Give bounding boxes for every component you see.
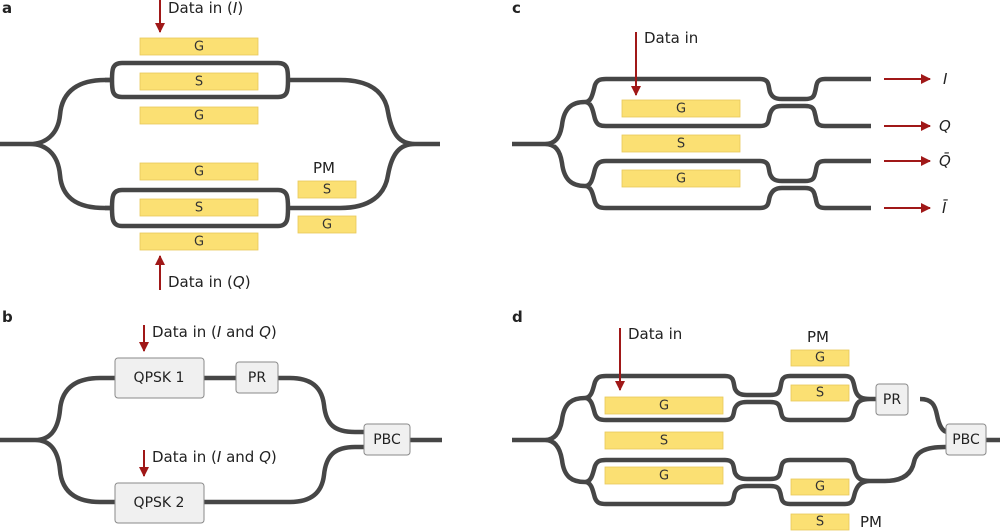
panel-c-electrode-g2 xyxy=(621,169,741,188)
panel-d-pm-top-label: PM xyxy=(807,328,829,346)
panel-d-pr-label: PR xyxy=(883,392,901,408)
panel-a-upper-inner-mzi xyxy=(105,60,291,100)
panel-d-pbc-box xyxy=(945,423,987,456)
panel-c-electrode-g2-label: G xyxy=(676,172,686,187)
panel-d-electrode-s xyxy=(604,431,724,450)
panel-d-pm-top-electrode-s-label: S xyxy=(816,386,824,401)
panel-c-electrode-s-label: S xyxy=(677,137,685,152)
panel-d-electrode-g2-label: G xyxy=(659,469,669,484)
panel-b-pr-box xyxy=(235,361,279,394)
panel-a-electrode-lower-s xyxy=(139,198,259,217)
panel-d-electrode-g1 xyxy=(604,396,724,415)
panel-d-pm-bottom-electrode-g xyxy=(790,478,850,496)
panel-d-pm-bottom-electrode-s xyxy=(790,513,850,531)
panel-c: c Data in G S G I Q Q̄ Ī xyxy=(512,0,951,217)
panel-d-pr-box xyxy=(875,383,909,416)
panel-d-pm-top-electrode-g-label: G xyxy=(815,351,825,366)
panel-a-electrode-lower-g1 xyxy=(139,162,259,181)
panel-c-electrode-g1 xyxy=(621,99,741,118)
panel-d: d PR PBC Data in G S G PM G S G S PM xyxy=(512,308,1000,531)
panel-b-pbc-label: PBC xyxy=(373,432,401,448)
panel-b: b QPSK 1 PR QPSK 2 PBC Data in (I and Q)… xyxy=(0,308,442,524)
panel-a-electrode-lower-g2-label: G xyxy=(194,235,204,250)
panel-a-electrode-upper-s xyxy=(139,72,259,91)
panel-b-pbc-box xyxy=(363,423,411,456)
panel-b-data-in-top-label: Data in (I and Q) xyxy=(152,323,277,341)
panel-d-pm-top-electrode-g xyxy=(790,349,850,367)
panel-a-electrode-upper-g1 xyxy=(139,37,259,56)
panel-d-pm-bottom-electrode-g-label: G xyxy=(815,480,825,495)
panel-a-electrode-lower-s-label: S xyxy=(195,201,203,216)
panel-c-output-q-label: Q xyxy=(939,117,951,135)
panel-a-data-in-q-label: Data in (Q) xyxy=(168,273,251,291)
panel-a-pm-label: PM xyxy=(313,159,335,177)
panel-a-pm-electrode-g xyxy=(297,215,357,234)
panel-d-pm-bottom-label: PM xyxy=(860,513,882,531)
panel-b-qpsk2-box xyxy=(114,482,205,524)
panel-a-electrode-upper-g2-label: G xyxy=(194,109,204,124)
panel-a-electrode-upper-s-label: S xyxy=(195,75,203,90)
panel-a-electrode-lower-g2 xyxy=(139,232,259,251)
panel-d-label: d xyxy=(512,308,523,326)
panel-a: a Data in (I) G S G G S G PM S G Data in… xyxy=(0,0,440,291)
panel-c-electrode-g1-label: G xyxy=(676,102,686,117)
panel-d-electrode-s-label: S xyxy=(660,434,668,449)
panel-b-qpsk1-box xyxy=(114,357,205,399)
panel-d-electrode-g1-label: G xyxy=(659,399,669,414)
panel-c-output-ibar-label: Ī xyxy=(942,199,948,217)
panel-b-pr-label: PR xyxy=(248,370,266,386)
panel-a-outer-waveguide xyxy=(0,77,440,211)
panel-c-output-i-label: I xyxy=(943,70,948,88)
panel-b-qpsk1-label: QPSK 1 xyxy=(134,370,185,386)
panel-d-pbc-label: PBC xyxy=(952,432,980,448)
panel-a-pm-electrode-s xyxy=(297,180,357,199)
panel-c-label: c xyxy=(512,0,521,17)
panel-c-data-in-label: Data in xyxy=(644,29,698,47)
panel-a-data-in-i-label: Data in (I) xyxy=(168,0,243,17)
panel-d-data-in-label: Data in xyxy=(628,325,682,343)
panel-a-pm-electrode-s-label: S xyxy=(323,183,331,198)
panel-c-output-qbar-label: Q̄ xyxy=(939,151,951,170)
panel-a-lower-inner-mzi xyxy=(105,187,291,229)
panel-a-electrode-upper-g1-label: G xyxy=(194,40,204,55)
panel-d-pm-top-electrode-s xyxy=(790,384,850,402)
panel-a-electrode-upper-g2 xyxy=(139,106,259,125)
panel-a-pm-electrode-g-label: G xyxy=(322,218,332,233)
panel-d-electrode-g2 xyxy=(604,466,724,485)
panel-a-label: a xyxy=(2,0,12,17)
panel-a-electrode-lower-g1-label: G xyxy=(194,165,204,180)
panel-c-electrode-s xyxy=(621,134,741,153)
panel-d-waveguides xyxy=(512,373,1000,507)
panel-d-pm-bottom-electrode-s-label: S xyxy=(816,515,824,530)
panel-b-label: b xyxy=(2,308,13,326)
panel-c-waveguides xyxy=(512,76,871,211)
panel-b-waveguides xyxy=(0,375,442,505)
panel-b-data-in-bottom-label: Data in (I and Q) xyxy=(152,448,277,466)
panel-b-qpsk2-label: QPSK 2 xyxy=(134,495,185,511)
